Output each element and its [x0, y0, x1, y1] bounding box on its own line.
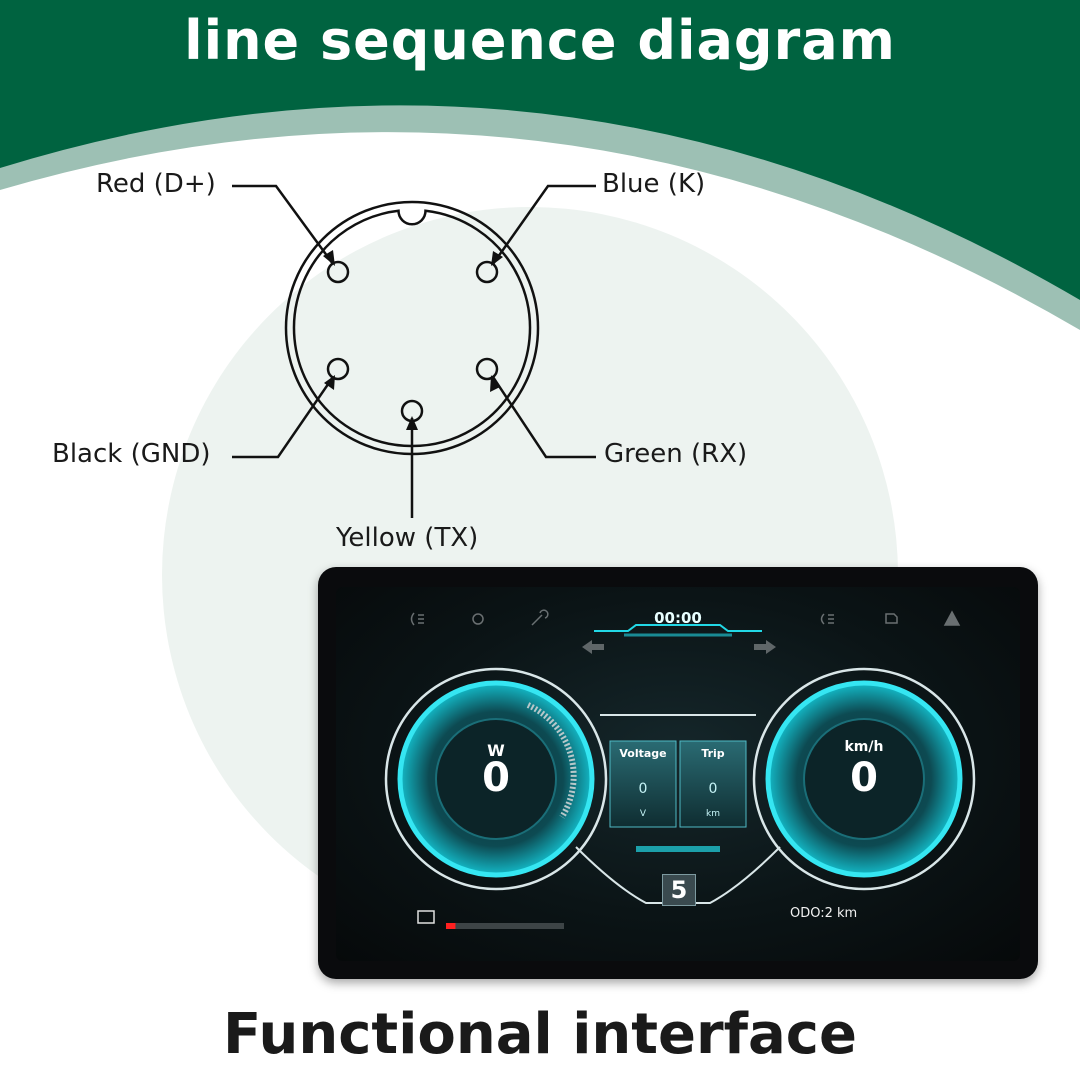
power-gauge-outer-ring [384, 667, 608, 891]
label-black-gnd: Black (GND) [52, 439, 211, 469]
trip-panel [679, 740, 747, 828]
odometer-readout: ODO:2 km [790, 906, 858, 921]
voltage-panel [609, 740, 677, 828]
leader-blue [491, 184, 596, 265]
pin-green-rx [475, 357, 499, 381]
page-title: line sequence diagram [184, 9, 896, 72]
speed-gauge-outer-ring [752, 667, 976, 891]
power-gauge-inner-dial [435, 718, 557, 840]
bottom-caption: Functional interface [223, 1002, 857, 1067]
arrowhead-green [490, 375, 500, 392]
dashboard-device: 00:00 W 0 km/h 0 Voltage 0 V Trip 0 km 5… [318, 567, 1038, 979]
battery-icon [417, 910, 435, 924]
label-red-dplus: Red (D+) [96, 169, 216, 199]
pin-black-gnd [326, 357, 350, 381]
high-beam-icon [820, 613, 834, 625]
power-gauge [384, 667, 608, 891]
arrowhead-blue [491, 251, 503, 266]
gear-indicator: 5 [662, 874, 696, 906]
label-green-rx: Green (RX) [604, 439, 748, 469]
voltage-value: 0 [638, 781, 648, 797]
trip-label: Trip [701, 747, 725, 760]
battery-bar-fill [446, 923, 456, 929]
brake-icon [472, 613, 484, 625]
battery-bar-track [446, 923, 564, 929]
speed-gauge [752, 667, 976, 891]
pin-blue-k [475, 260, 499, 284]
power-value: 0 [482, 755, 510, 801]
label-blue-k: Blue (K) [602, 169, 706, 199]
trip-unit: km [706, 809, 720, 819]
trip-value: 0 [708, 781, 718, 797]
warning-icon [943, 610, 961, 626]
header-background [0, 0, 1080, 300]
turn-left-icon [582, 640, 604, 654]
leader-green [491, 376, 596, 459]
connector-inner-ring-with-key [292, 209, 532, 448]
leader-black [232, 376, 335, 459]
dashboard-screen: 00:00 W 0 km/h 0 Voltage 0 V Trip 0 km 5… [336, 587, 1020, 961]
label-yellow-tx: Yellow (TX) [336, 523, 479, 553]
clock-readout: 00:00 [654, 609, 702, 627]
speed-value: 0 [850, 755, 878, 801]
wrench-icon [531, 609, 549, 626]
headlight-icon [410, 612, 424, 626]
speed-unit: km/h [844, 739, 884, 755]
turn-right-icon [754, 640, 776, 654]
leader-red [232, 184, 335, 265]
clock-bar [594, 624, 762, 632]
arrowhead-red [323, 250, 335, 266]
arrowhead-black [324, 375, 335, 390]
voltage-label: Voltage [619, 747, 667, 760]
power-gauge-scale-arc [526, 702, 577, 819]
power-gauge-ring [397, 680, 595, 878]
motor-icon [885, 613, 898, 624]
speed-gauge-ring [765, 680, 963, 878]
speed-gauge-inner-dial [803, 718, 925, 840]
pin-red-dplus [326, 260, 350, 284]
dashboard-graphics [384, 609, 976, 929]
power-unit: W [487, 741, 505, 760]
arrowhead-yellow [406, 416, 418, 430]
voltage-unit: V [639, 809, 647, 819]
